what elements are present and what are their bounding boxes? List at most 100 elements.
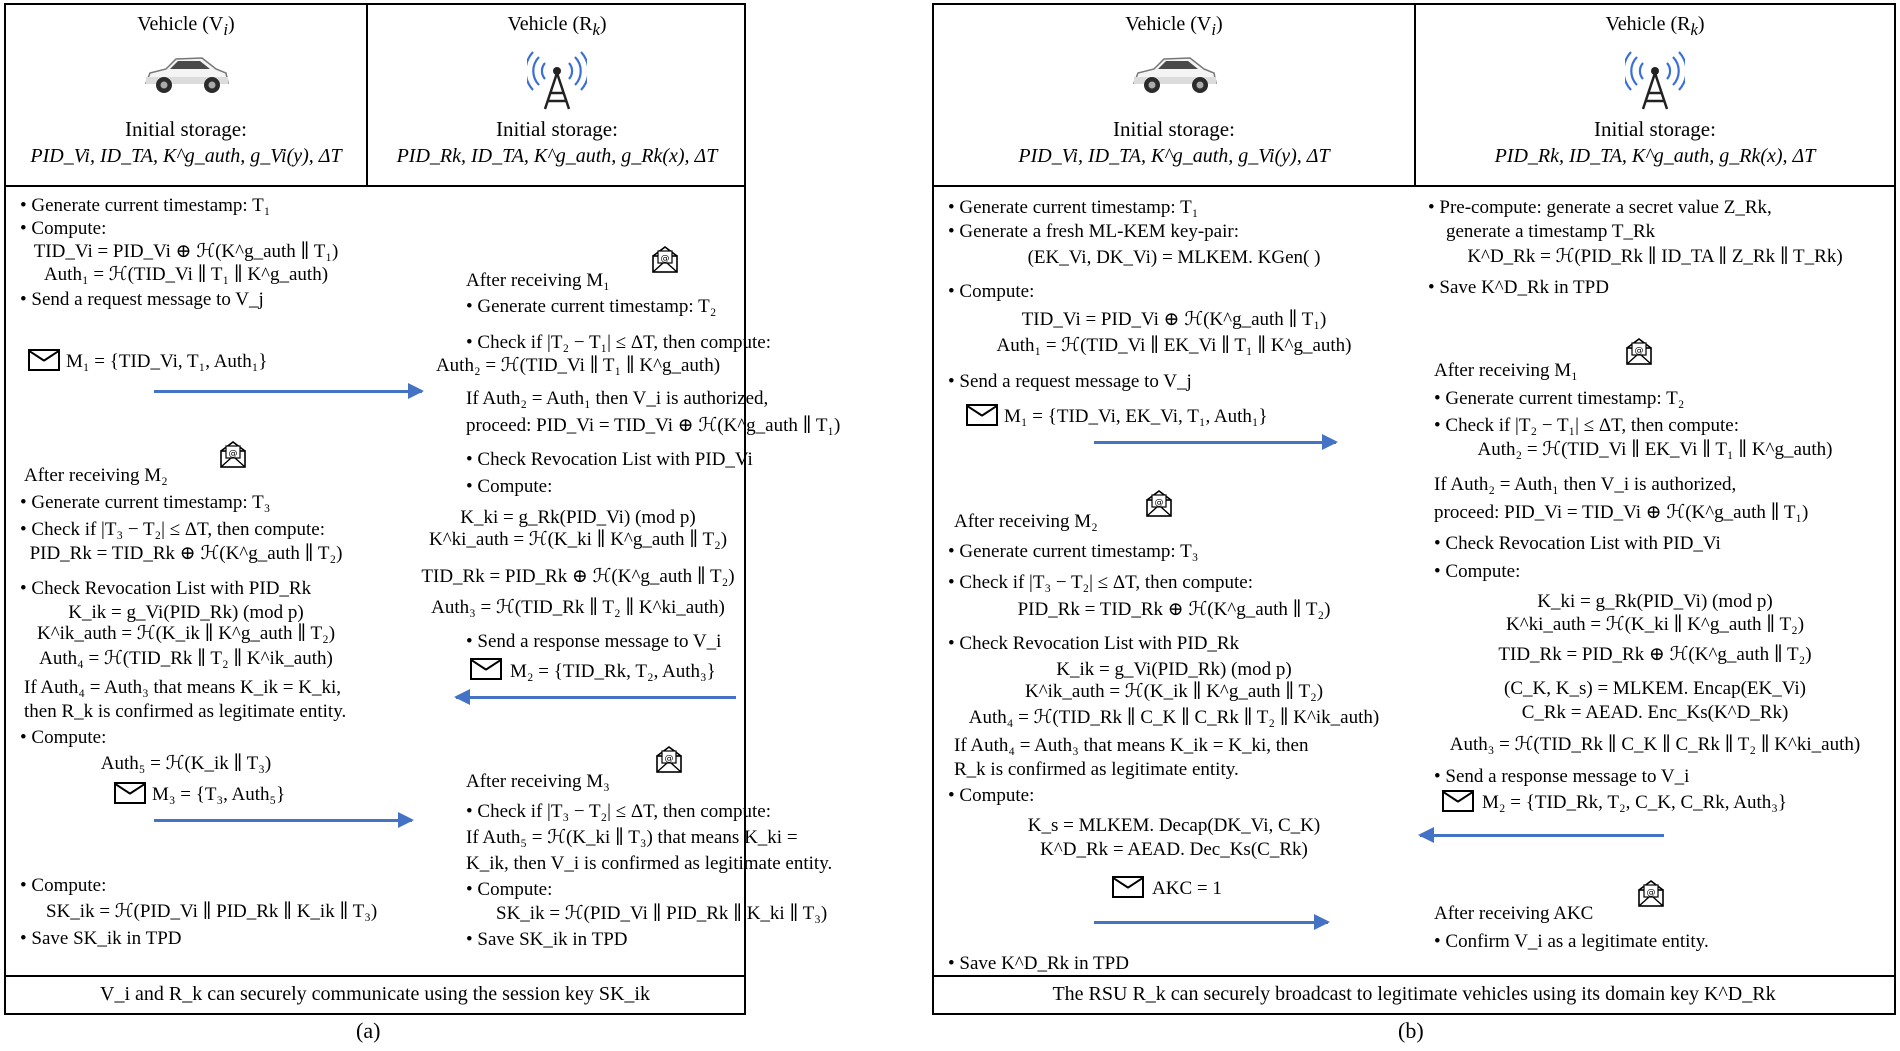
b-left-line: K^ik_auth = ℋ(K_ik ∥ K^g_auth ∥ T₂)	[1024, 681, 1324, 702]
a-left-line: • Check if |T₃ − T₂| ≤ ΔT, then compute:	[20, 519, 325, 540]
storage-values-vi: PID_Vi, ID_TA, K^g_auth, g_Vi(y), ΔT	[30, 145, 342, 167]
caption-b: (b)	[1398, 1018, 1424, 1043]
car-icon	[140, 49, 232, 104]
a-right-line: • Save SK_ik in TPD	[466, 929, 628, 950]
a-right-line: K^ki_auth = ℋ(K_ki ∥ K^g_auth ∥ T₂)	[428, 529, 728, 550]
b-right-line: K_ki = g_Rk(PID_Vi) (mod p)	[1537, 591, 1773, 612]
a-left-line: TID_Vi = PID_Vi ⊕ ℋ(K^g_auth ∥ T₁)	[33, 241, 339, 262]
b-right-line: proceed: PID_Vi = TID_Vi ⊕ ℋ(K^g_auth ∥ …	[1434, 502, 1809, 523]
b-right-line: (C_K, K_s) = MLKEM. Encap(EK_Vi)	[1504, 678, 1806, 699]
b-right-line: Auth₃ = ℋ(TID_Rk ∥ C_K ∥ C_Rk ∥ T₂ ∥ K^k…	[1449, 734, 1861, 755]
b-right-line: After receiving M₁	[1434, 360, 1578, 381]
panel-a-header: Vehicle (Vi) Initial storage: PID_Vi, ID…	[6, 5, 744, 187]
a-right-line: • Check if |T₂ − T₁| ≤ ΔT, then compute:	[466, 332, 771, 353]
a-right-line: • Compute:	[466, 476, 553, 497]
envelope-icon	[966, 404, 998, 426]
b-left-line: • Check Revocation List with PID_Rk	[948, 633, 1240, 654]
caption-a: (a)	[356, 1018, 381, 1043]
a-left-line: After receiving M₂	[24, 465, 168, 486]
a-right-line: After receiving M₃	[466, 771, 610, 792]
a-left-line: • Generate current timestamp: T₃	[20, 492, 271, 513]
svg-text:@: @	[661, 254, 670, 264]
b-left-line: • Generate a fresh ML-KEM key-pair:	[948, 221, 1240, 242]
message-m2: M₂ = {TID_Rk, T₂, C_K, C_Rk, Auth₃}	[1482, 792, 1788, 813]
a-left-line: K_ik = g_Vi(PID_Rk) (mod p)	[68, 602, 304, 623]
vehicle-vi-title: Vehicle (Vi)	[137, 13, 235, 39]
arrow-m1	[154, 383, 424, 399]
antenna-tower-icon	[1622, 49, 1688, 116]
b-right-line: After receiving AKC	[1434, 903, 1594, 924]
a-left-line: • Compute:	[20, 727, 107, 748]
mail-icon: @	[1144, 489, 1174, 519]
message-m3: M₃ = {T₃, Auth₅}	[152, 784, 286, 805]
header-divider	[1414, 5, 1416, 185]
header-divider	[366, 5, 368, 185]
a-left-line: • Generate current timestamp: T₁	[20, 195, 271, 216]
message-m2: M₂ = {TID_Rk, T₂, Auth₃}	[510, 661, 716, 682]
b-right-line: Auth₂ = ℋ(TID_Vi ∥ EK_Vi ∥ T₁ ∥ K^g_auth…	[1477, 439, 1833, 460]
panel-b-header-right: Vehicle (Rk) Initial storage: PID_Rk, ID…	[1416, 5, 1894, 185]
envelope-icon	[28, 349, 60, 371]
panel-b-header-left: Vehicle (Vi) Initial storage: PID_Vi, ID…	[934, 5, 1414, 185]
a-left-line: If Auth₄ = Auth₃ that means K_ik = K_ki,	[24, 677, 342, 698]
panel-a-footer: V_i and R_k can securely communicate usi…	[6, 975, 744, 1013]
a-left-line: • Check Revocation List with PID_Rk	[20, 578, 312, 599]
arrow-m1	[1094, 434, 1338, 450]
a-left-line: • Save SK_ik in TPD	[20, 928, 182, 949]
vehicle-vi-title: Vehicle (Vi)	[1125, 13, 1223, 39]
panel-a-header-right: Vehicle (Rk) Initial storage: PID_Rk, ID…	[368, 5, 746, 185]
b-right-line: • Generate current timestamp: T₂	[1434, 388, 1685, 409]
a-left-line: SK_ik = ℋ(PID_Vi ∥ PID_Rk ∥ K_ik ∥ T₃)	[46, 901, 378, 922]
b-left-line: K^D_Rk = AEAD. Dec_Ks(C_Rk)	[1040, 839, 1308, 860]
a-right-line: SK_ik = ℋ(PID_Vi ∥ PID_Rk ∥ K_ki ∥ T₃)	[496, 903, 828, 924]
car-icon	[1128, 49, 1220, 104]
a-left-line: • Compute:	[20, 218, 107, 239]
b-left-line: K_s = MLKEM. Decap(DK_Vi, C_K)	[1027, 815, 1321, 836]
a-left-line: then R_k is confirmed as legitimate enti…	[24, 701, 347, 722]
storage-label-rk: Initial storage:	[496, 117, 618, 141]
a-left-line: PID_Rk = TID_Rk ⊕ ℋ(K^g_auth ∥ T₂)	[29, 543, 343, 564]
a-right-line: • Send a response message to V_i	[466, 631, 722, 652]
a-right-line: • Check if |T₃ − T₂| ≤ ΔT, then compute:	[466, 801, 771, 822]
a-right-line: Auth₃ = ℋ(TID_Rk ∥ T₂ ∥ K^ki_auth)	[431, 597, 725, 618]
a-right-line: Auth₂ = ℋ(TID_Vi ∥ T₁ ∥ K^g_auth)	[435, 355, 721, 376]
b-right-line: K^ki_auth = ℋ(K_ki ∥ K^g_auth ∥ T₂)	[1505, 614, 1805, 635]
envelope-icon	[1442, 790, 1474, 812]
mail-icon: @	[218, 440, 248, 470]
arrow-akc	[1094, 914, 1330, 930]
a-left-line: Auth₅ = ℋ(K_ik ∥ T₃)	[100, 753, 272, 774]
mail-icon: @	[654, 745, 684, 775]
svg-text:@: @	[229, 449, 238, 459]
b-left-line: PID_Rk = TID_Rk ⊕ ℋ(K^g_auth ∥ T₂)	[1017, 599, 1331, 620]
a-right-line: If Auth₅ = ℋ(K_ki ∥ T₃) that means K_ki …	[466, 827, 798, 848]
storage-label-vi: Initial storage:	[1113, 117, 1235, 141]
b-left-line: After receiving M₂	[954, 511, 1098, 532]
b-left-line: R_k is confirmed as legitimate entity.	[954, 759, 1239, 780]
b-left-line: • Send a request message to V_j	[948, 371, 1192, 392]
b-right-line: generate a timestamp T_Rk	[1446, 221, 1656, 242]
b-left-line: If Auth₄ = Auth₃ that means K_ik = K_ki,…	[954, 735, 1309, 756]
envelope-icon	[470, 658, 502, 680]
a-left-line: • Compute:	[20, 875, 107, 896]
b-left-line: Auth₄ = ℋ(TID_Rk ∥ C_K ∥ C_Rk ∥ T₂ ∥ K^i…	[968, 707, 1380, 728]
b-left-line: • Check if |T₃ − T₂| ≤ ΔT, then compute:	[948, 572, 1253, 593]
b-right-line: • Save K^D_Rk in TPD	[1428, 277, 1609, 298]
b-left-line: • Compute:	[948, 281, 1035, 302]
b-left-line: • Save K^D_Rk in TPD	[948, 953, 1129, 974]
b-right-line: If Auth₂ = Auth₁ then V_i is authorized,	[1434, 474, 1737, 495]
b-right-line: C_Rk = AEAD. Enc_Ks(K^D_Rk)	[1521, 702, 1789, 723]
message-m1: M₁ = {TID_Vi, T₁, Auth₁}	[66, 351, 268, 372]
mail-icon: @	[650, 245, 680, 275]
panel-b: Vehicle (Vi) Initial storage: PID_Vi, ID…	[932, 3, 1896, 1015]
a-right-line: proceed: PID_Vi = TID_Vi ⊕ ℋ(K^g_auth ∥ …	[466, 415, 841, 436]
storage-values-vi: PID_Vi, ID_TA, K^g_auth, g_Vi(y), ΔT	[1018, 145, 1330, 167]
b-left-line: K_ik = g_Vi(PID_Rk) (mod p)	[1056, 659, 1292, 680]
mail-icon: @	[1636, 879, 1666, 909]
b-left-line: • Generate current timestamp: T₁	[948, 197, 1199, 218]
b-left-line: Auth₁ = ℋ(TID_Vi ∥ EK_Vi ∥ T₁ ∥ K^g_auth…	[996, 335, 1352, 356]
a-right-line: If Auth₂ = Auth₁ then V_i is authorized,	[466, 388, 769, 409]
svg-text:@: @	[1647, 888, 1656, 898]
b-right-line: • Confirm V_i as a legitimate entity.	[1434, 931, 1709, 952]
b-right-line: • Compute:	[1434, 561, 1521, 582]
a-left-line: Auth₄ = ℋ(TID_Rk ∥ T₂ ∥ K^ik_auth)	[39, 648, 333, 669]
